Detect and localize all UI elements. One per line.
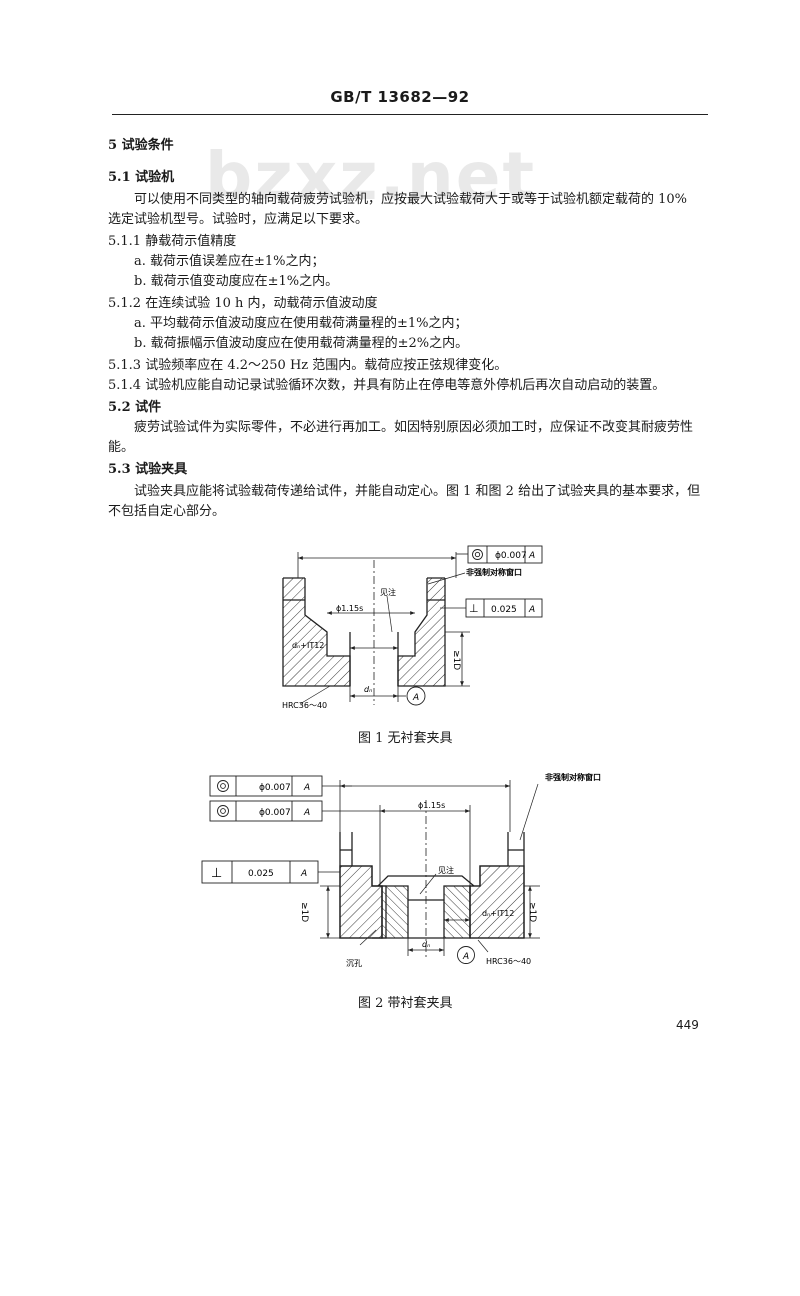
- page-number: 449: [676, 1018, 699, 1032]
- fig2-dim-dn: dₙ: [422, 940, 430, 949]
- fig2-dim-top: ϕ1.15s: [418, 801, 445, 810]
- section-5-3-para-line2: 不包括自定心部分。: [108, 504, 226, 519]
- section-5-1-para-line2: 选定试验机型号。试验时，应满足以下要求。: [108, 212, 369, 227]
- fig1-hardness: HRC36～40: [282, 701, 327, 710]
- section-5-1-para-line1: 可以使用不同类型的轴向载荷疲劳试验机，应按最大试验载荷大于或等于试验机额定载荷的…: [134, 192, 688, 207]
- fig2-datum-circle: [457, 946, 475, 964]
- fig2-body: [339, 832, 525, 939]
- section-5-3-para-line1: 试验夹具应能将试验载荷传递给试件，并能自动定心。图 1 和图 2 给出了试验夹具…: [134, 484, 701, 499]
- fig1-dim-top: ϕ1.15s: [336, 604, 363, 613]
- fig2-counterbore-label: 沉孔: [346, 959, 362, 968]
- fig1-perp-symbol: ⊥: [469, 602, 479, 615]
- fig1-window-label: 非强制对称窗口: [466, 567, 522, 577]
- fig2-dim-bore: dₙ+IT12: [482, 909, 514, 918]
- section-5-3-title: 5.3 试验夹具: [108, 462, 188, 477]
- fig1-body: [282, 577, 446, 687]
- figure-2-caption: 图 2 带衬套夹具: [358, 996, 453, 1011]
- standard-number-header: GB/T 13682—92: [330, 88, 470, 106]
- fig1-perp-value: 0.025: [491, 605, 517, 615]
- fig1-concentricity-datum: A: [528, 551, 535, 561]
- fig2-concentricity-icon-2: [217, 805, 229, 817]
- section-5-2-para-line2: 能。: [108, 440, 135, 455]
- section-5-2-title: 5.2 试件: [108, 400, 162, 415]
- fig2-concentricity-value-2: ϕ0.007: [259, 808, 291, 818]
- section-5-1-2-title: 5.1.2 在连续试验 10 h 内，动载荷示值波动度: [108, 296, 378, 311]
- fig1-datum-circle: [406, 686, 426, 706]
- fig2-dim-depth-right: ≥1D: [527, 902, 537, 922]
- fig2-datum-letter: A: [462, 952, 469, 962]
- section-5-1-2-item-a: a. 平均载荷示值波动度应在使用载荷满量程的±1%之内；: [134, 316, 468, 331]
- section-5-1-2-item-b: b. 载荷振幅示值波动度应在使用载荷满量程的±2%之内。: [134, 336, 469, 351]
- watermark: bzxz.net: [205, 138, 537, 215]
- fig2-concentricity-datum-1: A: [303, 783, 310, 793]
- fig1-note-label: 见注: [380, 587, 396, 597]
- header-rule: [112, 114, 708, 115]
- section-5-1-1-title: 5.1.1 静载荷示值精度: [108, 234, 237, 249]
- fig2-perp-value: 0.025: [248, 869, 274, 879]
- fig1-perpendicularity-frame: [465, 598, 543, 618]
- figure-1-caption: 图 1 无衬套夹具: [358, 731, 453, 746]
- fig1-concentricity-value: ϕ0.007: [495, 551, 527, 561]
- fig2-hardness: HRC36～40: [486, 957, 531, 966]
- fig1-concentricity-icon: [472, 549, 483, 560]
- fig2-perp-symbol: ⊥: [211, 866, 222, 881]
- section-5-2-para-line1: 疲劳试验试件为实际零件，不必进行再加工。如因特别原因必须加工时，应保证不改变其耐…: [134, 420, 694, 435]
- fig1-dim-dn: dₙ: [364, 685, 372, 694]
- fig2-perp-datum: A: [300, 869, 307, 879]
- section-5-1-title: 5.1 试验机: [108, 170, 175, 185]
- fig1-dim-depth: ≥1D: [451, 650, 461, 670]
- section-5-1-4: 5.1.4 试验机应能自动记录试验循环次数，并具有防止在停电等意外停机后再次自动…: [108, 378, 666, 393]
- section-5-1-1-item-a: a. 载荷示值误差应在±1%之内；: [134, 254, 325, 269]
- fig2-window-label: 非强制对称窗口: [545, 772, 601, 782]
- section-5-title: 5 试验条件: [108, 138, 174, 153]
- section-5-1-1-item-b: b. 载荷示值变动度应在±1%之内。: [134, 274, 339, 289]
- fig1-perp-datum: A: [528, 605, 535, 615]
- fig2-concentricity-datum-2: A: [303, 808, 310, 818]
- section-5-1-3: 5.1.3 试验频率应在 4.2～250 Hz 范围内。载荷应按正弦规律变化。: [108, 358, 508, 373]
- fig2-concentricity-icon-1: [217, 780, 229, 792]
- fig2-concentricity-value-1: ϕ0.007: [259, 783, 291, 793]
- fig2-dim-depth-left: ≥1D: [299, 902, 309, 922]
- fig1-concentricity-frame: [467, 545, 543, 564]
- fig2-note-label: 见注: [438, 865, 454, 875]
- fig1-datum-letter: A: [412, 693, 419, 703]
- fig1-dim-bore: dₙ+IT12: [292, 641, 324, 650]
